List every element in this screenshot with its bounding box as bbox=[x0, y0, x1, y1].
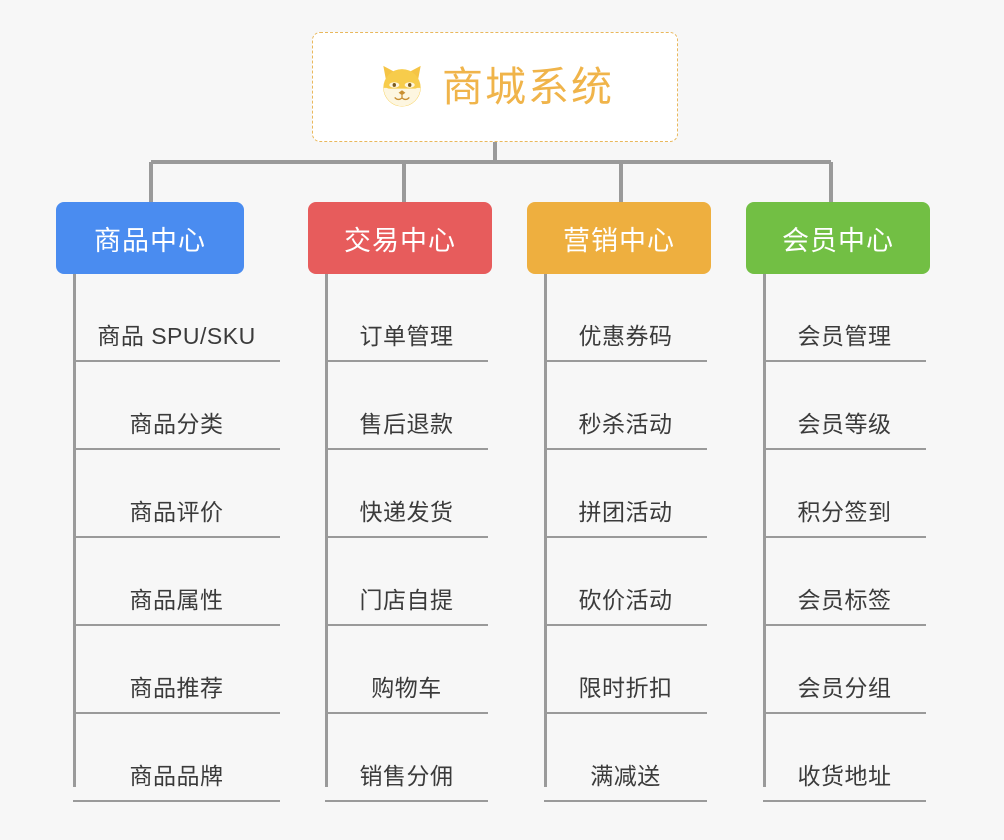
leaf-list-product-center: 商品 SPU/SKU 商品分类 商品评价 商品属性 商品推荐 商品品牌 bbox=[56, 274, 280, 802]
branch-column-trade-center: 交易中心 订单管理 售后退款 快递发货 门店自提 购物车 销售分佣 bbox=[308, 202, 492, 802]
root-node[interactable]: 商城系统 bbox=[312, 32, 678, 142]
category-header-label: 交易中心 bbox=[344, 225, 456, 256]
leaf-item[interactable]: 快递发货 bbox=[325, 450, 488, 538]
leaf-item[interactable]: 商品 SPU/SKU bbox=[73, 274, 280, 362]
leaf-item-label: 会员管理 bbox=[797, 323, 892, 349]
leaf-item-label: 积分签到 bbox=[797, 499, 892, 525]
category-header-trade-center[interactable]: 交易中心 bbox=[308, 202, 492, 274]
leaf-item[interactable]: 商品品牌 bbox=[73, 714, 280, 802]
leaf-item-label: 砍价活动 bbox=[578, 587, 673, 613]
root-title: 商城系统 bbox=[442, 63, 614, 110]
leaf-item[interactable]: 砍价活动 bbox=[544, 538, 707, 626]
leaf-item-label: 购物车 bbox=[371, 675, 442, 701]
leaf-item[interactable]: 积分签到 bbox=[763, 450, 926, 538]
category-header-product-center[interactable]: 商品中心 bbox=[56, 202, 244, 274]
leaf-item-label: 满减送 bbox=[590, 763, 661, 789]
leaf-item[interactable]: 订单管理 bbox=[325, 274, 488, 362]
leaf-item-label: 销售分佣 bbox=[359, 763, 454, 789]
leaf-item[interactable]: 秒杀活动 bbox=[544, 362, 707, 450]
leaf-item[interactable]: 拼团活动 bbox=[544, 450, 707, 538]
leaf-item-label: 订单管理 bbox=[359, 323, 454, 349]
leaf-item-label: 限时折扣 bbox=[578, 675, 673, 701]
leaf-item-label: 商品分类 bbox=[129, 411, 224, 437]
leaf-item[interactable]: 商品评价 bbox=[73, 450, 280, 538]
leaf-item-label: 优惠券码 bbox=[578, 323, 673, 349]
leaf-item-label: 商品属性 bbox=[129, 587, 224, 613]
leaf-item-label: 商品 SPU/SKU bbox=[97, 323, 256, 349]
branch-column-product-center: 商品中心 商品 SPU/SKU 商品分类 商品评价 商品属性 商品推荐 商品品牌 bbox=[56, 202, 280, 802]
leaf-item[interactable]: 销售分佣 bbox=[325, 714, 488, 802]
leaf-item-label: 商品品牌 bbox=[129, 763, 224, 789]
category-header-member-center[interactable]: 会员中心 bbox=[746, 202, 930, 274]
leaf-item[interactable]: 会员分组 bbox=[763, 626, 926, 714]
leaf-item-label: 会员等级 bbox=[797, 411, 892, 437]
branch-column-marketing-center: 营销中心 优惠券码 秒杀活动 拼团活动 砍价活动 限时折扣 满减送 bbox=[527, 202, 711, 802]
leaf-item-label: 商品推荐 bbox=[129, 675, 224, 701]
leaf-item-label: 售后退款 bbox=[359, 411, 454, 437]
leaf-item-label: 门店自提 bbox=[359, 587, 454, 613]
leaf-item[interactable]: 购物车 bbox=[325, 626, 488, 714]
leaf-item[interactable]: 门店自提 bbox=[325, 538, 488, 626]
category-header-label: 会员中心 bbox=[782, 225, 894, 256]
leaf-item[interactable]: 售后退款 bbox=[325, 362, 488, 450]
leaf-item[interactable]: 会员管理 bbox=[763, 274, 926, 362]
category-header-label: 商品中心 bbox=[94, 225, 206, 256]
leaf-list-member-center: 会员管理 会员等级 积分签到 会员标签 会员分组 收货地址 bbox=[746, 274, 930, 802]
leaf-item[interactable]: 商品分类 bbox=[73, 362, 280, 450]
leaf-item-label: 拼团活动 bbox=[578, 499, 673, 525]
shiba-dog-icon bbox=[383, 65, 421, 107]
category-header-marketing-center[interactable]: 营销中心 bbox=[527, 202, 711, 274]
leaf-item-label: 收货地址 bbox=[797, 763, 892, 789]
branch-column-member-center: 会员中心 会员管理 会员等级 积分签到 会员标签 会员分组 收货地址 bbox=[746, 202, 930, 802]
category-header-label: 营销中心 bbox=[563, 225, 675, 256]
leaf-list-marketing-center: 优惠券码 秒杀活动 拼团活动 砍价活动 限时折扣 满减送 bbox=[527, 274, 711, 802]
leaf-item[interactable]: 会员等级 bbox=[763, 362, 926, 450]
leaf-item-label: 商品评价 bbox=[129, 499, 224, 525]
leaf-item[interactable]: 限时折扣 bbox=[544, 626, 707, 714]
leaf-item[interactable]: 会员标签 bbox=[763, 538, 926, 626]
leaf-item[interactable]: 优惠券码 bbox=[544, 274, 707, 362]
leaf-item[interactable]: 收货地址 bbox=[763, 714, 926, 802]
leaf-item-label: 快递发货 bbox=[359, 499, 454, 525]
leaf-item[interactable]: 商品推荐 bbox=[73, 626, 280, 714]
leaf-list-trade-center: 订单管理 售后退款 快递发货 门店自提 购物车 销售分佣 bbox=[308, 274, 492, 802]
leaf-item-label: 会员分组 bbox=[797, 675, 892, 701]
leaf-item-label: 会员标签 bbox=[797, 587, 892, 613]
leaf-item-label: 秒杀活动 bbox=[578, 411, 673, 437]
leaf-item[interactable]: 满减送 bbox=[544, 714, 707, 802]
leaf-item[interactable]: 商品属性 bbox=[73, 538, 280, 626]
